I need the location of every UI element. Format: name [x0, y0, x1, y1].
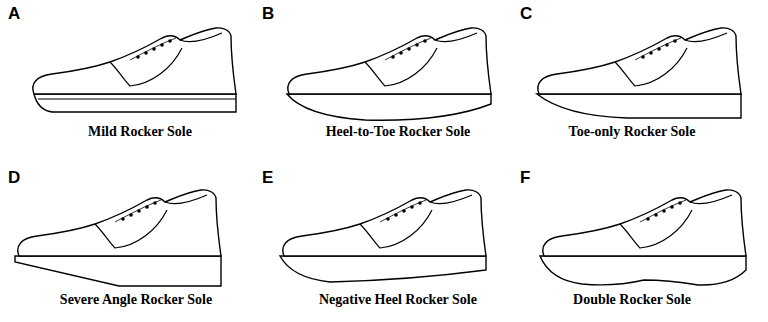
panel-caption: Mild Rocker Sole [8, 124, 272, 140]
panel-letter: F [520, 168, 530, 188]
shoe-upper [33, 28, 236, 94]
shoe-upper [18, 190, 221, 256]
shoe-upper [288, 28, 491, 94]
sole [537, 94, 741, 118]
panel-caption: Double Rocker Sole [500, 292, 764, 308]
sole [34, 94, 236, 112]
panel-caption: Severe Angle Rocker Sole [4, 292, 268, 308]
panel-caption: Toe-only Rocker Sole [500, 124, 764, 140]
toe-only-rocker-shoe [537, 28, 741, 118]
shoe-upper [543, 190, 746, 256]
panel-letter: C [520, 4, 532, 24]
panel-caption: Heel-to-Toe Rocker Sole [266, 124, 530, 140]
welt-line [38, 99, 236, 100]
sole [280, 256, 486, 282]
sole [287, 94, 491, 120]
panel-caption: Negative Heel Rocker Sole [266, 292, 530, 308]
panel-letter: B [262, 4, 274, 24]
shoe-upper [283, 190, 486, 256]
negative-heel-rocker-shoe [280, 190, 486, 282]
sole [540, 256, 746, 285]
mild-rocker-shoe [33, 28, 236, 112]
heel-to-toe-rocker-shoe [287, 28, 491, 120]
panel-letter: E [262, 168, 273, 188]
panel-letter: D [8, 168, 20, 188]
severe-angle-rocker-shoe [15, 190, 221, 286]
shoe-upper [538, 28, 741, 94]
double-rocker-shoe [540, 190, 746, 285]
panel-letter: A [8, 4, 20, 24]
sole [15, 256, 221, 286]
